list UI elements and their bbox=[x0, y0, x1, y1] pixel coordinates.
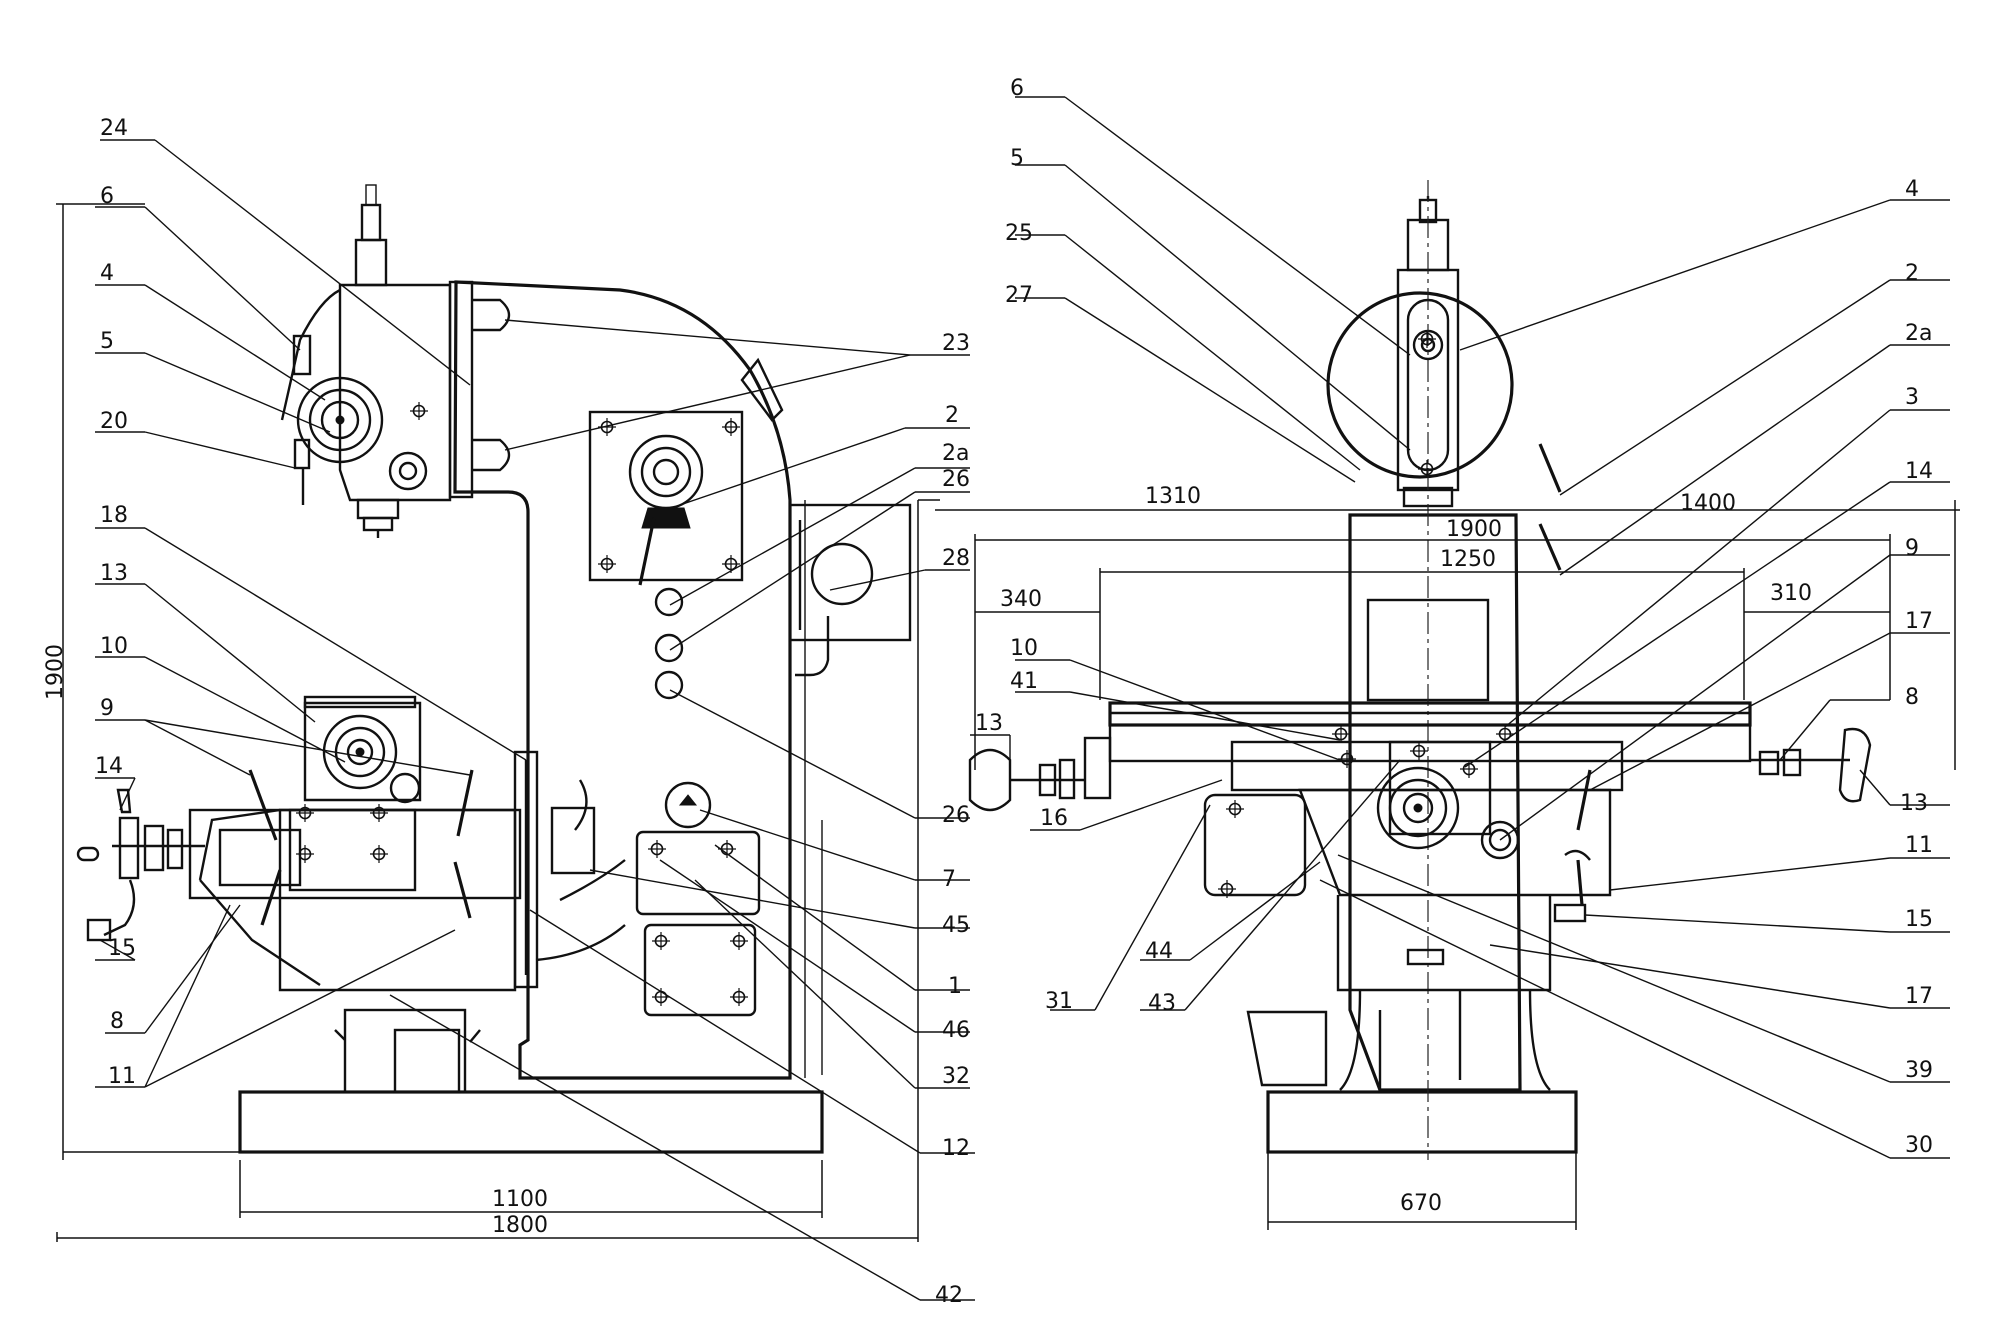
callout-label: 30 bbox=[1905, 1133, 1933, 1158]
callout-label: 23 bbox=[942, 331, 970, 356]
callout-label: 41 bbox=[1010, 669, 1038, 694]
callout-label: 10 bbox=[1010, 636, 1038, 661]
dim-670: 670 bbox=[1400, 1191, 1442, 1216]
callout-label: 24 bbox=[100, 116, 128, 141]
callout-label: 8 bbox=[110, 1009, 124, 1034]
callout-label: 4 bbox=[100, 261, 114, 286]
left-button-panel bbox=[635, 830, 761, 916]
left-handwheel-upper bbox=[296, 376, 384, 464]
left-base bbox=[238, 1090, 824, 1154]
callout-label: 42 bbox=[935, 1283, 963, 1308]
dim-1100: 1100 bbox=[492, 1187, 548, 1212]
left-head bbox=[338, 283, 452, 502]
dimension-labels: 1900 1100 1800 1310 1400 1900 1250 340 3… bbox=[43, 484, 1812, 1238]
dim-310: 310 bbox=[1770, 581, 1812, 606]
dim-1400: 1400 bbox=[1680, 491, 1736, 516]
callout-label: 6 bbox=[1010, 76, 1024, 101]
callout-label: 2a bbox=[1905, 321, 1932, 346]
callout-label: 6 bbox=[100, 184, 114, 209]
callout-label: 13 bbox=[100, 561, 128, 586]
callout-label: 9 bbox=[100, 696, 114, 721]
callout-label: 8 bbox=[1905, 685, 1919, 710]
right-feed-handwheel bbox=[1376, 766, 1460, 850]
right-view bbox=[935, 180, 1960, 1230]
left-dimensions bbox=[56, 203, 940, 1242]
callout-label: 13 bbox=[975, 711, 1003, 736]
callout-label: 46 bbox=[942, 1018, 970, 1043]
left-knee bbox=[278, 808, 517, 992]
right-base bbox=[1266, 1090, 1578, 1154]
callout-label: 16 bbox=[1040, 806, 1068, 831]
callout-label: 5 bbox=[100, 329, 114, 354]
dim-340: 340 bbox=[1000, 587, 1042, 612]
callout-label: 27 bbox=[1005, 283, 1033, 308]
callout-label: 25 bbox=[1005, 221, 1033, 246]
callout-label: 10 bbox=[100, 634, 128, 659]
dim-1250: 1250 bbox=[1440, 547, 1496, 572]
callout-label: 1 bbox=[948, 974, 962, 999]
callout-label: 13 bbox=[1900, 791, 1928, 816]
right-head bbox=[1326, 291, 1514, 479]
callout-label: 15 bbox=[1905, 907, 1933, 932]
dim-1800: 1800 bbox=[492, 1213, 548, 1238]
callout-label: 7 bbox=[942, 867, 956, 892]
callout-label: 28 bbox=[942, 546, 970, 571]
callout-label: 32 bbox=[942, 1064, 970, 1089]
callout-label: 15 bbox=[108, 936, 136, 961]
callout-label: 12 bbox=[942, 1136, 970, 1161]
callout-label: 11 bbox=[1905, 833, 1933, 858]
right-column bbox=[1348, 513, 1522, 1092]
callout-label: 3 bbox=[1905, 385, 1919, 410]
callout-label: 2 bbox=[1905, 261, 1919, 286]
callout-label: 5 bbox=[1010, 146, 1024, 171]
dim-1900-right: 1900 bbox=[1446, 517, 1502, 542]
callout-label: 44 bbox=[1145, 939, 1173, 964]
left-column bbox=[453, 280, 792, 1080]
callout-label: 39 bbox=[1905, 1058, 1933, 1083]
callout-label: 4 bbox=[1905, 177, 1919, 202]
callout-label: 18 bbox=[100, 503, 128, 528]
leader-lines bbox=[95, 96, 1950, 1301]
right-callouts: 6 5 25 27 4 2 2a 3 14 9 17 8 13 11 15 17… bbox=[975, 76, 1933, 1158]
dim-1310: 1310 bbox=[1145, 484, 1201, 509]
callout-label: 9 bbox=[1905, 536, 1919, 561]
right-dimensions bbox=[935, 500, 1960, 1230]
left-feed-handwheel bbox=[322, 714, 398, 790]
left-callouts: 24 6 4 5 20 18 13 10 9 14 15 8 11 23 2 2… bbox=[95, 116, 970, 1308]
callout-label: 14 bbox=[95, 754, 123, 779]
callout-label: 43 bbox=[1148, 991, 1176, 1016]
callout-label: 11 bbox=[108, 1064, 136, 1089]
left-gauge bbox=[664, 781, 712, 829]
callout-label: 17 bbox=[1905, 609, 1933, 634]
callout-label: 20 bbox=[100, 409, 128, 434]
callout-label: 14 bbox=[1905, 459, 1933, 484]
callout-label: 2 bbox=[945, 403, 959, 428]
dim-1900-left: 1900 bbox=[43, 644, 68, 700]
callout-label: 26 bbox=[942, 467, 970, 492]
callout-label: 2a bbox=[942, 441, 969, 466]
callout-label: 17 bbox=[1905, 984, 1933, 1009]
callout-label: 26 bbox=[942, 803, 970, 828]
callout-label: 31 bbox=[1045, 989, 1073, 1014]
right-knee bbox=[1298, 788, 1612, 897]
callout-label: 45 bbox=[942, 913, 970, 938]
